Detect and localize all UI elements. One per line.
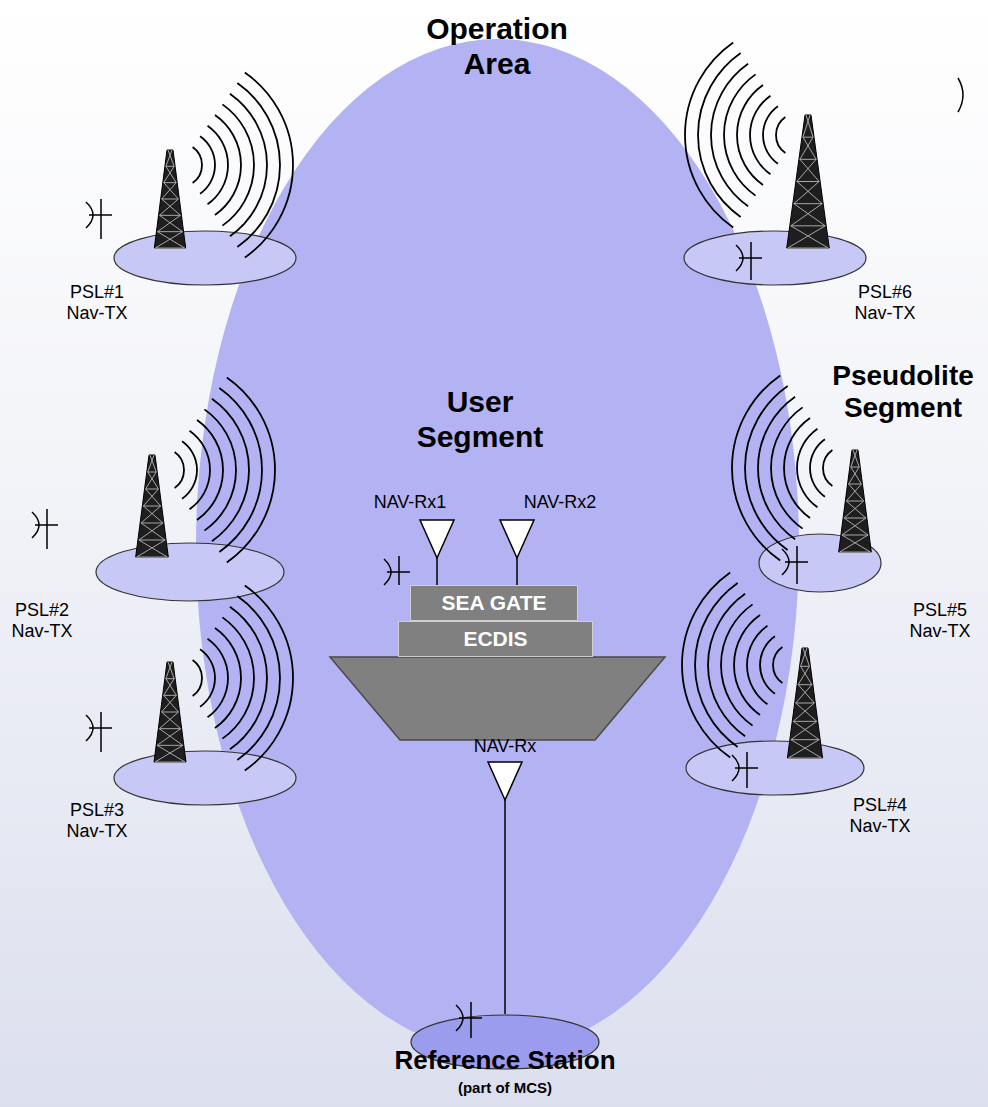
area-title: Operation Area	[397, 12, 597, 81]
station-base-outline	[685, 740, 865, 796]
gps-antenna-symbol	[86, 199, 112, 239]
gps-antenna-symbol	[456, 1002, 482, 1038]
radio-tower	[136, 455, 169, 557]
segment-title: User Segment	[395, 385, 565, 454]
operation-area-outline	[195, 38, 800, 1053]
radio-tower	[154, 150, 185, 248]
station-label: PSL#3 Nav-TX	[57, 800, 137, 841]
signal-waves	[175, 377, 275, 562]
radio-tower	[787, 115, 830, 248]
antenna-label: NAV-Rx2	[520, 492, 600, 513]
radio-tower	[787, 648, 822, 758]
signal-waves	[193, 72, 293, 257]
receiver-antenna	[500, 520, 534, 585]
station-title: Reference Station	[350, 1046, 660, 1076]
receiver-antenna	[420, 520, 454, 585]
station-subtitle: (part of MCS)	[405, 1079, 605, 1096]
gps-antenna-symbol	[732, 752, 758, 788]
radio-tower	[154, 662, 186, 762]
antenna-label: NAV-Rx	[465, 736, 545, 757]
signal-wave-fragment	[958, 78, 963, 112]
gps-antenna-symbol	[782, 546, 808, 584]
station-label: PSL#1 Nav-TX	[57, 282, 137, 323]
station-base-outline	[113, 230, 297, 286]
station-base: PSL#2 Nav-TX	[95, 542, 285, 602]
signal-waves	[685, 42, 785, 227]
signal-waves	[682, 572, 782, 757]
station-label: PSL#6 Nav-TX	[845, 282, 925, 323]
gps-antenna-symbol	[86, 712, 112, 752]
gps-antenna-symbol	[736, 242, 762, 280]
process-box: ECDIS	[398, 621, 593, 657]
operation-area: Operation AreaUser SegmentSEA GATEECDIS	[195, 38, 800, 1053]
signal-waves	[732, 375, 832, 560]
signal-waves	[193, 585, 293, 770]
station-base-outline	[95, 542, 285, 602]
reference-station: Reference Station(part of MCS)	[410, 1014, 600, 1070]
station-base: PSL#6 Nav-TX	[683, 230, 867, 286]
process-box: SEA GATE	[410, 585, 578, 621]
box-label: SEA GATE	[441, 591, 546, 615]
station-label: PSL#4 Nav-TX	[840, 795, 920, 836]
station-base: PSL#4 Nav-TX	[685, 740, 865, 796]
gps-antenna-symbol	[32, 509, 58, 549]
station-base-outline	[683, 230, 867, 286]
station-base-outline	[758, 533, 882, 593]
station-label: PSL#2 Nav-TX	[2, 600, 82, 641]
radio-tower	[839, 450, 872, 552]
antenna-label: NAV-Rx1	[370, 492, 450, 513]
gps-antenna-symbol	[384, 556, 410, 585]
station-base: PSL#5 Nav-TX	[758, 533, 882, 593]
station-label: PSL#5 Nav-TX	[900, 600, 980, 641]
receiver-antenna	[488, 762, 522, 1014]
station-base: PSL#1 Nav-TX	[113, 230, 297, 286]
ship: User SegmentSEA GATE ECDIS	[330, 385, 665, 742]
box-label: ECDIS	[463, 627, 527, 651]
station-base-outline	[113, 750, 297, 806]
segment-title: Pseudolite Segment	[823, 360, 983, 424]
station-base: PSL#3 Nav-TX	[113, 750, 297, 806]
